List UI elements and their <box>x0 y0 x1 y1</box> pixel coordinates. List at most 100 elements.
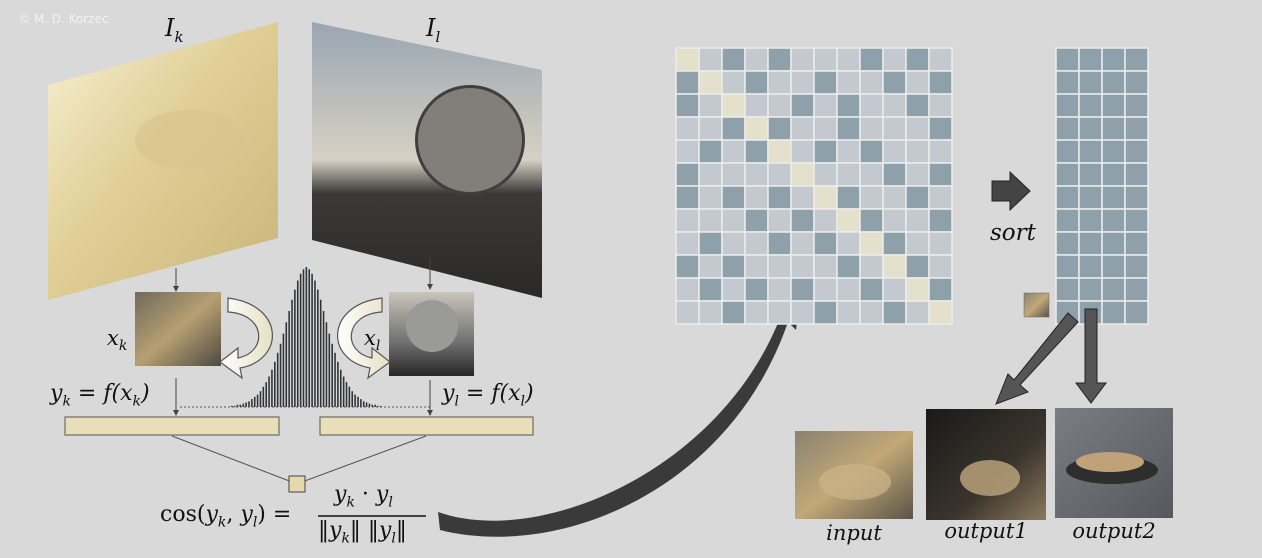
histogram-bar <box>322 311 325 407</box>
matrix-cell <box>767 231 792 256</box>
matrix-cell <box>721 254 746 279</box>
label-sort: sort <box>990 220 1036 246</box>
matrix-cell <box>698 231 723 256</box>
histogram-bar <box>334 352 336 407</box>
caption-output1: output1 <box>944 519 1028 543</box>
matrix-cell <box>905 162 930 187</box>
matrix-cell <box>675 231 700 256</box>
matrix-cell <box>836 93 861 118</box>
matrix-cell <box>767 208 792 233</box>
sorted-cell <box>1078 254 1103 279</box>
matrix-cell <box>813 208 838 233</box>
matrix-cell <box>859 116 884 141</box>
matrix-cell <box>675 47 700 72</box>
histogram-bar <box>231 405 233 407</box>
matrix-cell <box>836 116 861 141</box>
matrix-cell <box>928 47 953 72</box>
matrix-cell <box>721 139 746 164</box>
matrix-cell <box>859 139 884 164</box>
sorted-cell <box>1101 185 1126 210</box>
matrix-cell <box>721 47 746 72</box>
sort-arrow <box>991 170 1031 212</box>
matrix-cell <box>836 162 861 187</box>
matrix-cell <box>767 93 792 118</box>
matrix-cell <box>882 116 907 141</box>
histogram-bar <box>357 396 359 407</box>
similarity-matrix <box>675 47 953 325</box>
sorted-cell <box>1078 116 1103 141</box>
caption-input: input <box>826 521 882 545</box>
matrix-cell <box>767 277 792 302</box>
histogram-bar <box>279 343 282 407</box>
matrix-cell <box>698 208 723 233</box>
matrix-cell <box>721 208 746 233</box>
histogram-bar <box>239 404 242 407</box>
histogram-bar <box>374 404 376 407</box>
histogram-bar <box>271 369 273 407</box>
matrix-cell <box>928 93 953 118</box>
sorted-cell <box>1101 208 1126 233</box>
histogram-bar <box>331 343 333 407</box>
sorted-cell <box>1124 93 1149 118</box>
histogram-bar <box>265 382 267 407</box>
histogram-bar <box>380 405 382 407</box>
sorted-cell <box>1055 254 1080 279</box>
sorted-cell <box>1101 93 1126 118</box>
matrix-cell <box>813 47 838 72</box>
matrix-cell <box>859 208 884 233</box>
histogram-bar <box>351 391 354 407</box>
matrix-cell <box>905 47 930 72</box>
matrix-cell <box>675 70 700 95</box>
sorted-cell <box>1101 300 1126 325</box>
matrix-cell <box>744 70 769 95</box>
matrix-cell <box>905 254 930 279</box>
sorted-cell <box>1101 231 1126 256</box>
sorted-cell <box>1078 47 1103 72</box>
matrix-cell <box>905 300 930 325</box>
histogram-bar <box>248 401 250 407</box>
matrix-cell <box>882 300 907 325</box>
sorted-cell <box>1078 231 1103 256</box>
arrow-to-output2 <box>1075 308 1107 404</box>
sorted-cell <box>1101 70 1126 95</box>
matrix-cell <box>813 162 838 187</box>
matrix-cell <box>836 231 861 256</box>
sorted-cell <box>1124 70 1149 95</box>
matrix-cell <box>790 93 815 118</box>
sorted-cell <box>1055 139 1080 164</box>
histogram-bar <box>377 405 379 407</box>
matrix-cell <box>767 139 792 164</box>
matrix-cell <box>675 300 700 325</box>
matrix-cell <box>859 70 884 95</box>
sorted-column <box>1055 47 1149 325</box>
sorted-cell <box>1055 162 1080 187</box>
matrix-cell <box>790 139 815 164</box>
matrix-cell <box>928 208 953 233</box>
histogram-bar <box>339 369 342 407</box>
matrix-cell <box>721 70 746 95</box>
caption-output2: output2 <box>1072 519 1156 543</box>
cosine-formula-denominator: ‖yk‖ ‖yl‖ <box>318 518 407 547</box>
sorted-cell <box>1055 47 1080 72</box>
matrix-cell <box>813 254 838 279</box>
matrix-cell <box>813 300 838 325</box>
histogram-bar <box>360 399 362 407</box>
matrix-cell <box>698 70 723 95</box>
matrix-cell <box>698 162 723 187</box>
sorted-cell <box>1078 208 1103 233</box>
matrix-cell <box>813 231 838 256</box>
matrix-cell <box>905 70 930 95</box>
matrix-cell <box>721 162 746 187</box>
query-thumbnail <box>1023 292 1050 318</box>
matrix-cell <box>744 185 769 210</box>
matrix-cell <box>744 208 769 233</box>
histogram-bar <box>236 404 239 407</box>
histogram-bar <box>245 402 247 407</box>
matrix-cell <box>790 70 815 95</box>
similarity-cell <box>288 475 306 493</box>
sorted-cell <box>1124 185 1149 210</box>
histogram-bar <box>302 269 305 407</box>
matrix-cell <box>928 254 953 279</box>
matrix-cell <box>905 277 930 302</box>
matrix-cell <box>790 208 815 233</box>
